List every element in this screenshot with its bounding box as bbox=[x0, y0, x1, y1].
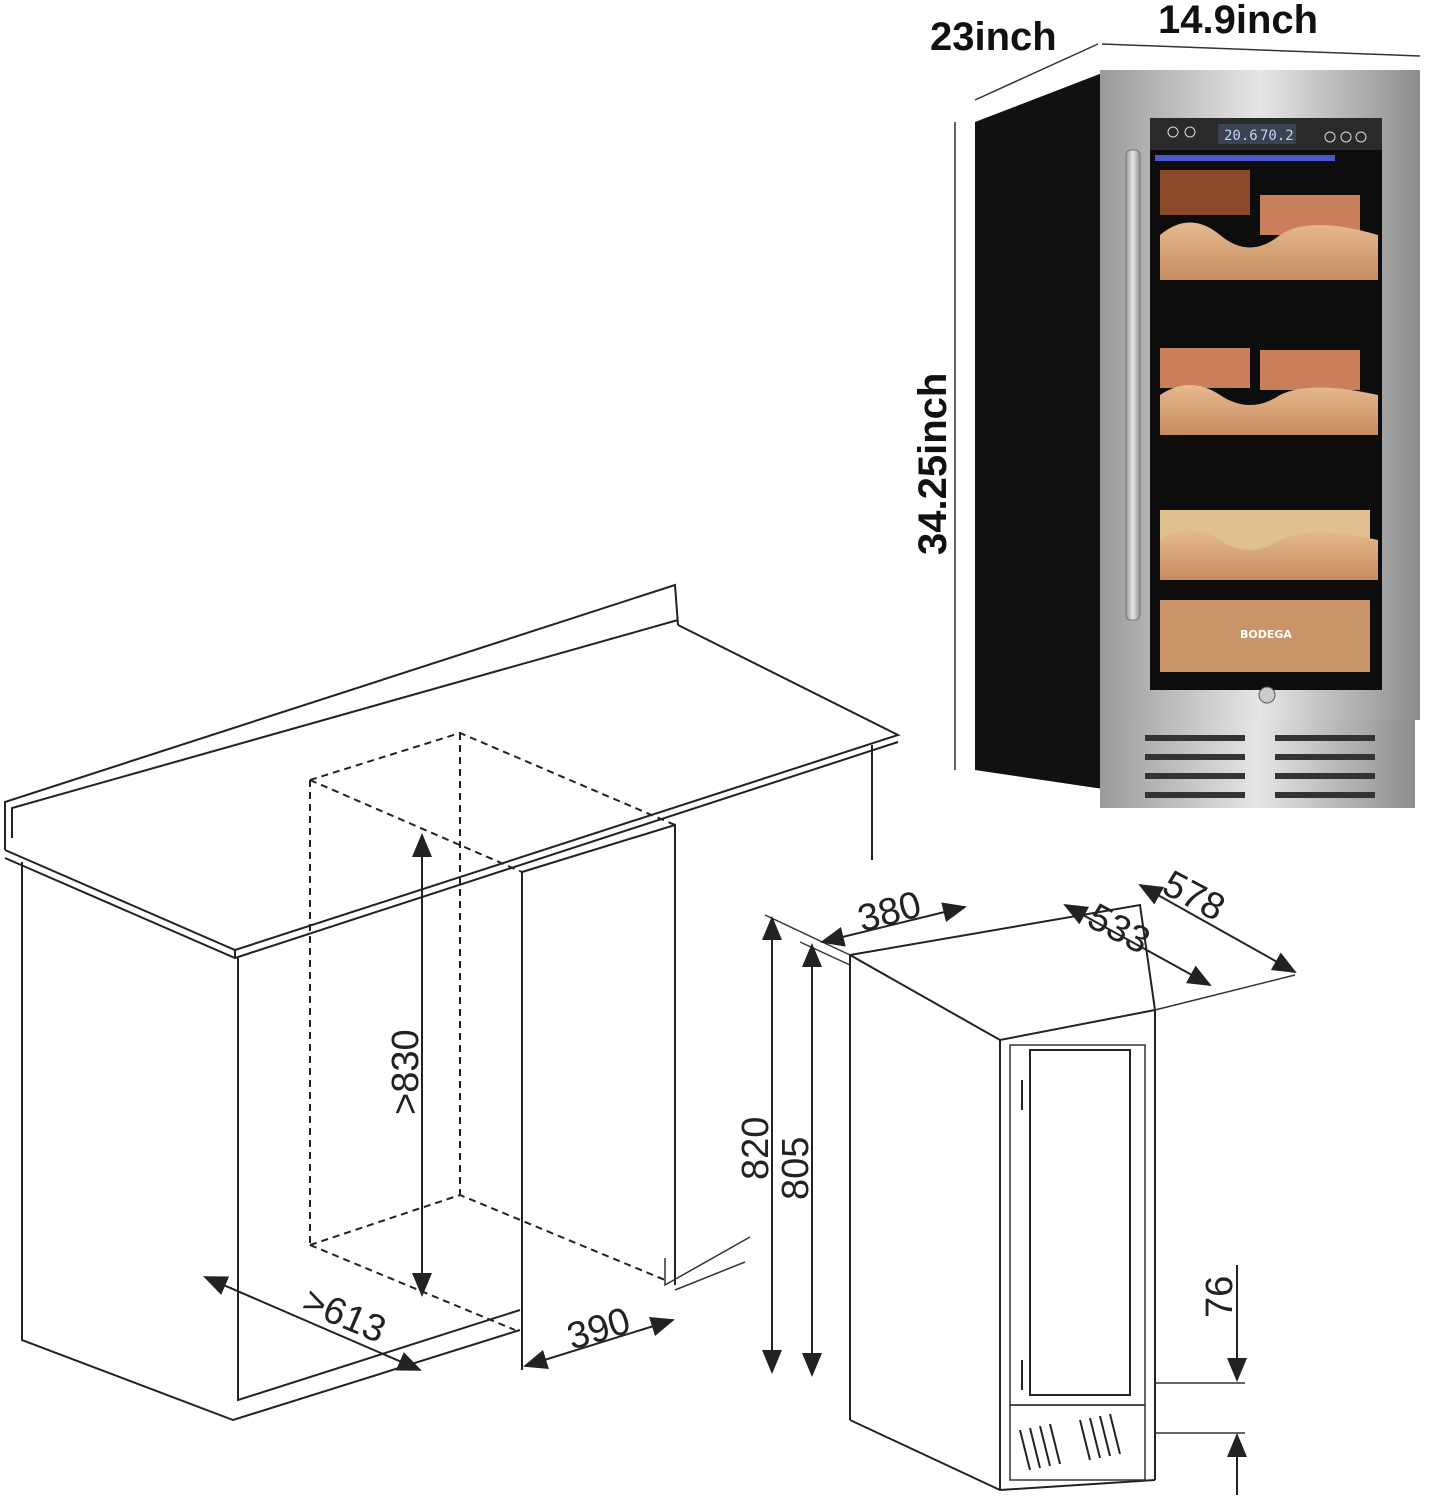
humidity-button-icon bbox=[1324, 131, 1336, 143]
opening-depth-label: >613 bbox=[296, 1280, 391, 1352]
led-strip bbox=[1155, 155, 1335, 161]
door-lock-icon bbox=[1258, 686, 1276, 704]
depth-label: 23inch bbox=[930, 15, 1057, 59]
height-label: 34.25inch bbox=[911, 373, 955, 555]
depth-dimension-line bbox=[974, 43, 1099, 101]
cabinet-drawing: >830 >613 390 bbox=[4, 583, 901, 1422]
unit-vent bbox=[1019, 1413, 1121, 1471]
width-arrow bbox=[820, 902, 967, 947]
vent-slots bbox=[1145, 735, 1375, 798]
opening-width-label: 390 bbox=[562, 1300, 635, 1359]
total-depth-label: 578 bbox=[1156, 863, 1232, 930]
plus-button-icon bbox=[1167, 126, 1179, 138]
light-button-icon bbox=[1355, 131, 1367, 143]
opening-height-label: >830 bbox=[385, 1029, 427, 1115]
fridge-side-body bbox=[975, 70, 1110, 790]
width-dimension-line bbox=[1101, 43, 1421, 57]
body-depth-label: 533 bbox=[1081, 896, 1157, 963]
width-label: 380 bbox=[853, 884, 925, 941]
opening-width-arrow bbox=[523, 1316, 675, 1370]
temperature-readout: 20.6 bbox=[1224, 128, 1258, 144]
minus-button-icon bbox=[1184, 126, 1196, 138]
opening-depth-arrow bbox=[203, 1276, 422, 1371]
total-depth-arrow bbox=[1138, 884, 1297, 973]
width-label: 14.9inch bbox=[1158, 0, 1318, 42]
brand-logo: BODEGA bbox=[1240, 628, 1292, 641]
body-height-label: 805 bbox=[775, 1137, 817, 1200]
humidifier-drawer bbox=[1160, 600, 1370, 672]
shelf-3 bbox=[1160, 510, 1378, 580]
humidity-readout: 70.2 bbox=[1260, 128, 1294, 144]
total-height-label: 820 bbox=[735, 1117, 777, 1180]
humidity-button-icon-2 bbox=[1340, 131, 1352, 143]
shelf-2 bbox=[1160, 348, 1378, 435]
door-handle bbox=[1125, 149, 1141, 621]
shelf-1 bbox=[1160, 170, 1378, 280]
lcd-display bbox=[1218, 124, 1296, 144]
base-height-label: 76 bbox=[1199, 1276, 1241, 1318]
unit-drawing: 820 805 380 533 578 76 bbox=[735, 863, 1297, 1495]
product-photo: 20.6 70.2 BODEGA 23inch 14.9inch 34.25in… bbox=[911, 0, 1421, 808]
